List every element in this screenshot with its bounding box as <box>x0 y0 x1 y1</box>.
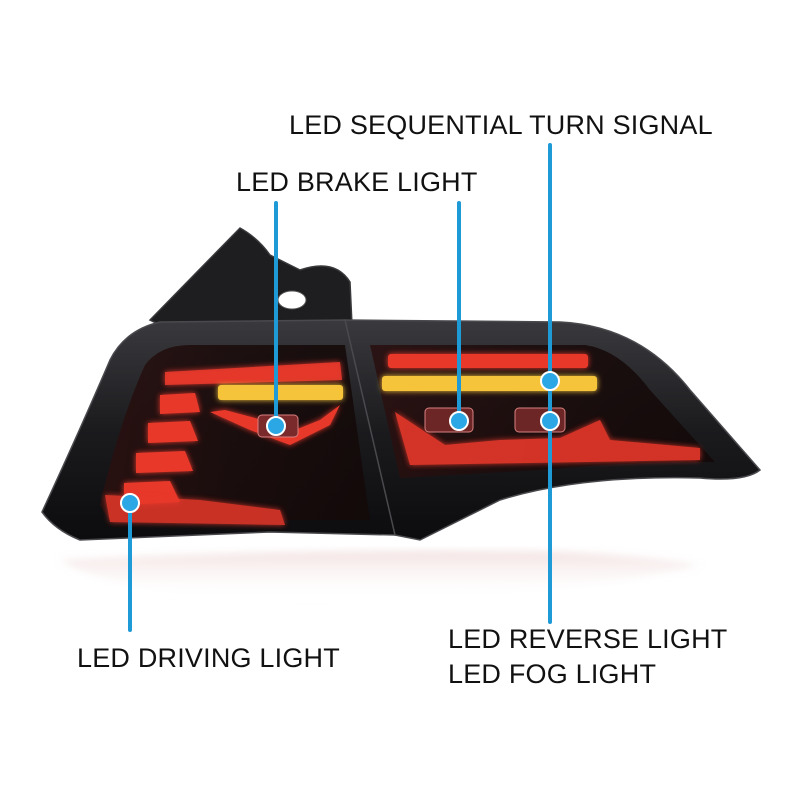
turn-signal-marker <box>540 371 560 391</box>
reverse-light-marker <box>449 411 469 431</box>
fog-light-marker <box>540 411 560 431</box>
reverse-light-chevrons <box>395 412 700 465</box>
floor-reflection <box>60 551 700 600</box>
brake-light-label: LED BRAKE LIGHT <box>236 167 478 197</box>
callout-lines <box>128 143 552 632</box>
driving-light-marker <box>120 493 140 513</box>
callout-dots <box>120 371 560 513</box>
driving-light-sweep <box>105 495 285 525</box>
turn-signal-label: LED SEQUENTIAL TURN SIGNAL <box>289 110 713 140</box>
driving-light-label: LED DRIVING LIGHT <box>77 643 340 673</box>
fog-light-label: LED FOG LIGHT <box>448 659 657 689</box>
mounting-bracket <box>148 227 353 331</box>
reverse-light-label: LED REVERSE LIGHT <box>448 624 728 654</box>
brake-light-marker <box>266 416 286 436</box>
brake-light-chevron <box>210 405 340 445</box>
mounting-hole <box>277 290 307 310</box>
brake-amber-bar-left <box>218 385 343 400</box>
